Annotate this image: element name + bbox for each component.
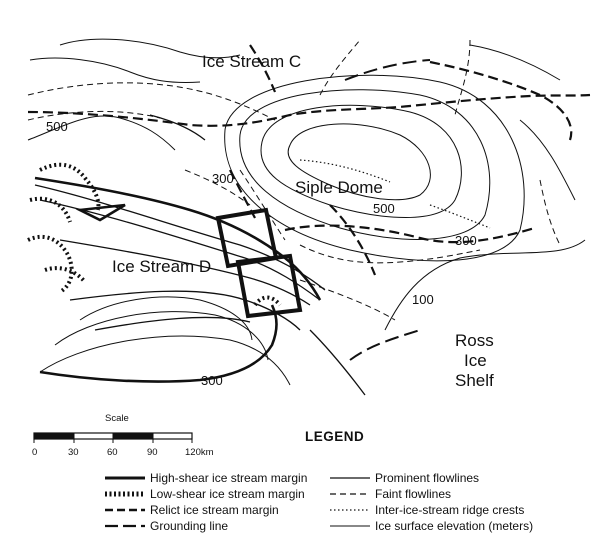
low-shear-margin — [44, 266, 87, 284]
grounding-lines — [344, 59, 431, 361]
legend-label: High-shear ice stream margin — [150, 471, 307, 485]
grounding-line — [349, 329, 421, 361]
scale-tick-label: 60 — [107, 447, 118, 458]
contour-siple-300 — [224, 74, 525, 262]
study-area-box-lower — [235, 253, 303, 319]
label-ross: Ross — [455, 331, 494, 350]
label-ice-stream-d: Ice Stream D — [112, 257, 211, 276]
legend-item-prominent-flowline: Prominent flowlines — [330, 471, 479, 485]
legend-item-grounding: Grounding line — [105, 519, 228, 533]
contour-label-500-siple: 500 — [373, 201, 395, 216]
faint-flowline — [299, 279, 396, 321]
scale-tick-label: 0 — [32, 447, 37, 458]
scale-segment-3 — [113, 433, 153, 439]
flowline — [149, 114, 206, 141]
study-area-boxes — [215, 207, 303, 319]
elevation-contours — [27, 38, 586, 386]
legend-title: LEGEND — [305, 429, 364, 444]
legend-item-high-shear: High-shear ice stream margin — [105, 471, 307, 485]
scale-tick-label: 30 — [68, 447, 79, 458]
ridge-crest — [299, 159, 391, 183]
contour-label-500-left: 500 — [46, 119, 68, 134]
legend-label: Relict ice stream margin — [150, 503, 279, 517]
flowline — [94, 316, 251, 331]
contour-lower-b — [54, 311, 269, 361]
legend-item-faint-flowline: Faint flowlines — [330, 487, 451, 501]
grounding-line — [344, 59, 431, 81]
map-labels: Ice Stream C Siple Dome Ice Stream D Ros… — [46, 52, 494, 390]
prominent-flowlines — [34, 114, 366, 396]
relict-margin — [249, 44, 277, 93]
legend-item-ridge-crest: Inter-ice-stream ridge crests — [330, 503, 524, 517]
relict-margin — [329, 204, 377, 276]
contour-lower-300 — [39, 335, 291, 386]
scale-tick-label: 90 — [147, 447, 158, 458]
high-shear-margins — [34, 176, 322, 383]
flowline — [39, 199, 321, 301]
faint-flowline — [454, 39, 471, 116]
scale-tick-label: 120km — [185, 447, 214, 458]
relict-margin — [284, 224, 536, 244]
relict-margins — [27, 44, 591, 276]
faint-flowline — [319, 39, 361, 96]
low-shear-margin — [253, 295, 282, 307]
label-ice: Ice — [464, 351, 487, 370]
contour-siple-mid — [239, 89, 491, 240]
faint-flowline — [299, 244, 481, 264]
relict-margin — [229, 169, 256, 219]
high-shear-margin — [39, 304, 278, 383]
contour-label-300-center: 300 — [212, 171, 234, 186]
legend-label: Prominent flowlines — [375, 471, 479, 485]
contour-siple-inner — [287, 123, 431, 201]
contour-lower-a — [79, 296, 253, 341]
faint-flowline — [239, 169, 286, 241]
faint-flowline — [539, 179, 561, 246]
high-shear-margin — [34, 176, 322, 301]
scale-title: Scale — [105, 413, 129, 424]
low-shear-margins — [27, 162, 282, 307]
contour-top-a — [59, 38, 241, 59]
legend-label: Low-shear ice stream margin — [150, 487, 305, 501]
label-shelf: Shelf — [455, 371, 494, 390]
map-area — [27, 38, 591, 396]
legend-item-elevation-contour: Ice surface elevation (meters) — [330, 519, 533, 533]
contour-100 — [384, 239, 586, 331]
legend-item-relict: Relict ice stream margin — [105, 503, 279, 517]
contour-label-300-bottom: 300 — [201, 373, 223, 388]
low-shear-margin — [27, 234, 74, 294]
legend-label: Faint flowlines — [375, 487, 451, 501]
legend-item-low-shear: Low-shear ice stream margin — [105, 487, 305, 501]
flowline — [309, 329, 366, 396]
contour-label-100: 100 — [412, 292, 434, 307]
legend-label: Inter-ice-stream ridge crests — [375, 503, 524, 517]
contour-left-500 — [27, 115, 176, 151]
relict-margin — [27, 93, 591, 127]
high-shear-margin — [75, 203, 126, 222]
legend-label: Grounding line — [150, 519, 228, 533]
scale-segment-1 — [34, 433, 74, 439]
label-siple-dome: Siple Dome — [295, 178, 383, 197]
faint-flowline — [27, 82, 276, 121]
flowline — [69, 290, 301, 331]
flowline — [59, 239, 311, 306]
ridge-crests — [299, 159, 491, 229]
contour-upper-right — [469, 44, 561, 81]
contour-right-shelf — [519, 119, 576, 201]
low-shear-margin — [39, 162, 101, 211]
legend-label: Ice surface elevation (meters) — [375, 519, 533, 533]
contour-label-300-right: 300 — [455, 233, 477, 248]
relict-margin — [429, 60, 573, 141]
ridge-crest — [429, 204, 491, 229]
label-ice-stream-c: Ice Stream C — [202, 52, 301, 71]
scale-bar: Scale 0 30 60 90 120km — [32, 413, 214, 458]
low-shear-margin — [29, 196, 72, 223]
contour-siple-500 — [260, 104, 462, 218]
contour-top-b — [29, 57, 201, 83]
legend: LEGEND High-shear ice stream margin Low-… — [105, 429, 533, 533]
faint-flowline — [27, 110, 161, 121]
